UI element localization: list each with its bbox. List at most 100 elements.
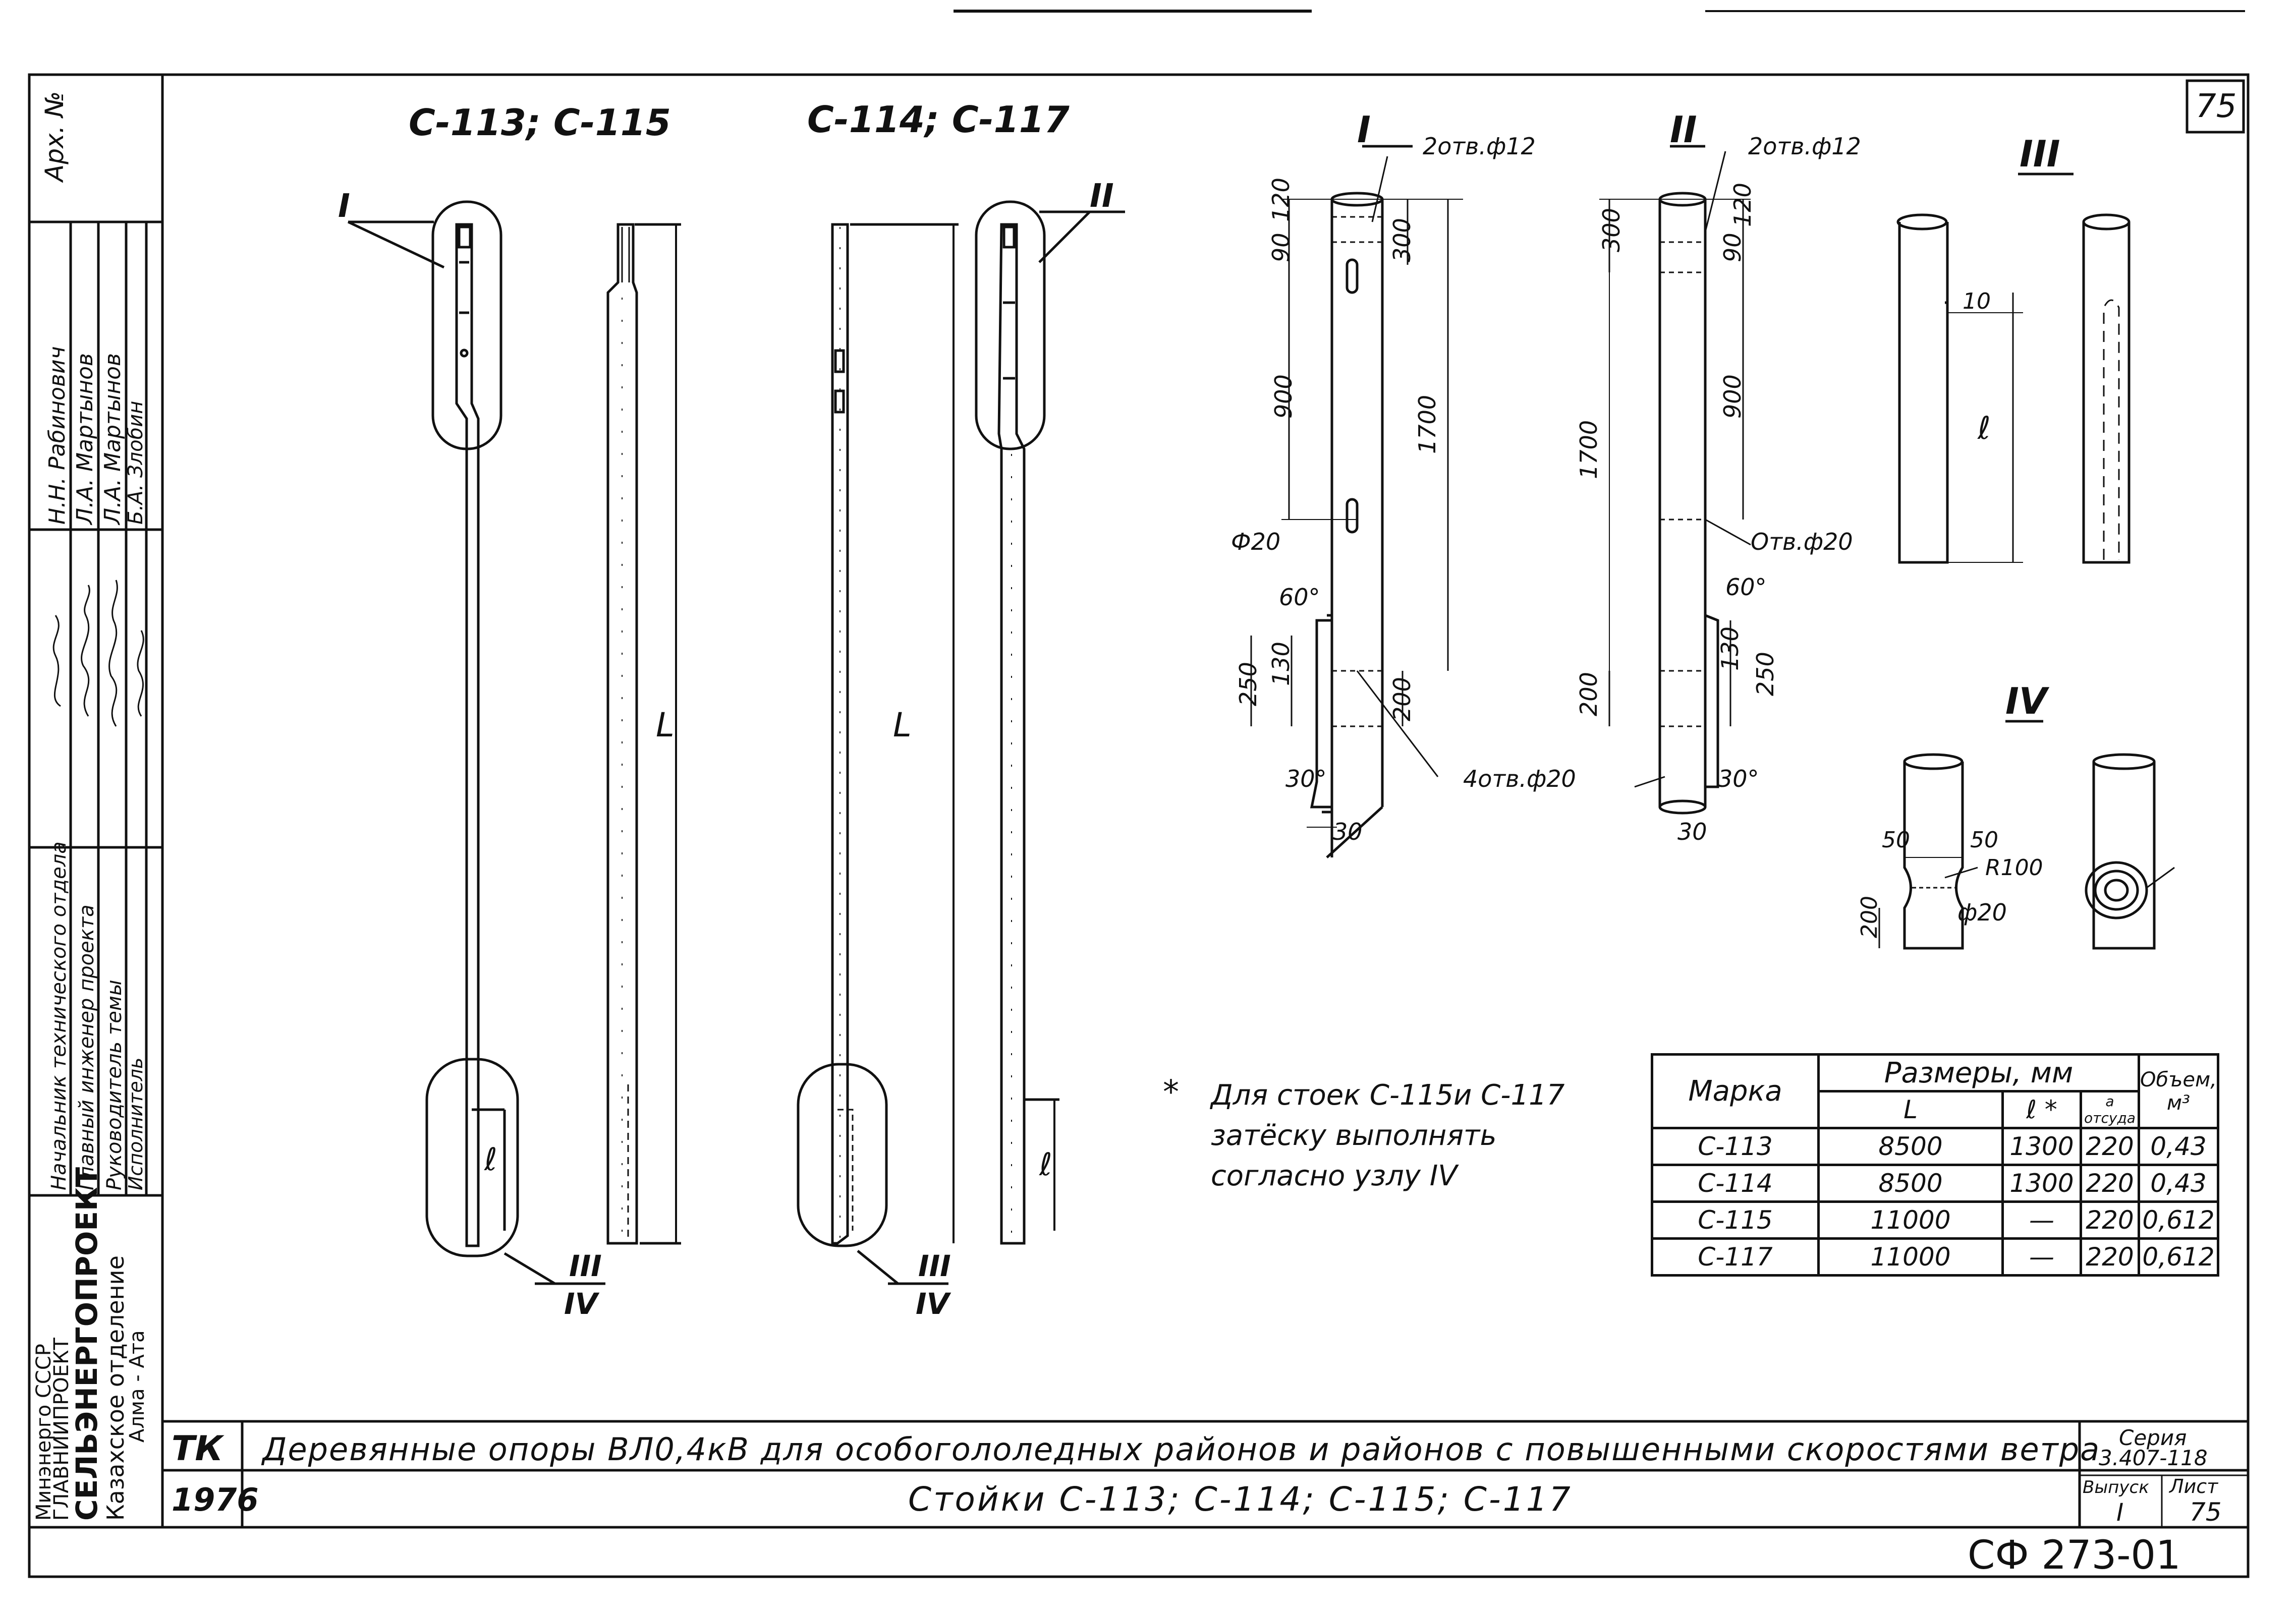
- cell-l: 1300: [2001, 1164, 2082, 1203]
- cell-a: 220: [2080, 1127, 2140, 1166]
- stamp-title-sub: Стойки С-113; С-114; С-115; С-117: [908, 1480, 1573, 1519]
- svg-text:250: 250: [1752, 652, 1779, 696]
- detail-IV-dim50b: 50: [1970, 827, 1998, 853]
- stamp-tk: ТК: [172, 1429, 225, 1469]
- left-stamp-text: Арх. № Н.Н. Рабинович Л.А. Мартынов Л.А.…: [32, 91, 149, 1521]
- svg-text:200: 200: [1575, 672, 1602, 716]
- cell-v: 0,43: [2138, 1127, 2219, 1166]
- note-line-3: согласно узлу IV: [1211, 1160, 1458, 1192]
- group-label-left: С-113; С-115: [409, 101, 671, 144]
- cell-v: 0,612: [2138, 1200, 2219, 1240]
- svg-text:900: 900: [1270, 374, 1297, 419]
- table-row: С-117 11000 — 220 0,612: [1651, 1237, 2219, 1277]
- cell-l: —: [2001, 1237, 2082, 1277]
- svg-text:II: II: [1670, 108, 1697, 151]
- svg-text:Л.А. Мартынов: Л.А. Мартынов: [100, 353, 126, 526]
- cell-l: 1300: [2001, 1127, 2082, 1166]
- node-label-IV-2: IV: [916, 1287, 951, 1321]
- cell-a: 220: [2080, 1164, 2140, 1203]
- node-label-II-right: II: [1090, 178, 1114, 215]
- page-number: 75: [2196, 88, 2236, 125]
- pole-c113-side: [606, 223, 681, 1245]
- svg-text:30: 30: [1677, 818, 1707, 845]
- detail-IV-r100: R100: [1985, 855, 2043, 881]
- detail-III-title: III: [2020, 133, 2060, 175]
- svg-text:Минэнерго СССР: Минэнерго СССР: [32, 1344, 55, 1521]
- table-row: С-114 8500 1300 220 0,43: [1651, 1164, 2219, 1203]
- spec-table: Марка Размеры, мм Объем, м³ L ℓ * а отсу…: [1651, 1053, 2219, 1277]
- svg-text:2отв.ф12: 2отв.ф12: [1423, 133, 1536, 160]
- cell-v: 0,612: [2138, 1237, 2219, 1277]
- svg-text:Начальник технического отдела: Начальник технического отдела: [47, 841, 71, 1190]
- svg-text:130: 130: [1716, 626, 1744, 671]
- cell-L: 11000: [1817, 1200, 2004, 1240]
- stamp-sheet-label: Лист: [2168, 1475, 2219, 1498]
- table-row: С-113 8500 1300 220 0,43: [1651, 1127, 2219, 1166]
- note-line-2: затёску выполнять: [1211, 1119, 1497, 1152]
- svg-text:Казахское отделение: Казахское отделение: [102, 1255, 129, 1521]
- length-label-l-2: ℓ: [1039, 1146, 1052, 1183]
- svg-text:200: 200: [1388, 677, 1416, 721]
- table-header-l: ℓ *: [2001, 1090, 2082, 1129]
- stamp-title-main: Деревянные опоры ВЛ0,4кВ для особогололе…: [261, 1431, 2100, 1468]
- length-label-l-1: ℓ: [484, 1141, 497, 1178]
- pole-c114-front: [797, 223, 959, 1285]
- cell-mark: С-113: [1651, 1127, 1820, 1166]
- svg-text:Алма - Ата: Алма - Ата: [126, 1330, 149, 1443]
- cell-L: 8500: [1817, 1164, 2004, 1203]
- detail-IV: [1878, 720, 2175, 950]
- detail-III-dim10: 10: [1963, 289, 1991, 314]
- svg-text:Главный инженер проекта: Главный инженер проекта: [75, 904, 98, 1190]
- cell-mark: С-114: [1651, 1164, 1820, 1203]
- signatures: [52, 580, 144, 727]
- svg-text:120: 120: [1729, 183, 1756, 227]
- table-header-L: L: [1817, 1090, 2004, 1129]
- stamp-series-value: 3.407-118: [2099, 1446, 2208, 1470]
- note-star: *: [1163, 1074, 1179, 1111]
- svg-text:1700: 1700: [1575, 420, 1602, 479]
- svg-text:60°: 60°: [1725, 573, 1767, 601]
- length-label-L-2: L: [893, 706, 912, 744]
- detail-I-labels: I 2отв.ф12 120 90 300 900 1700 Ф20 60° 1…: [1231, 108, 1536, 845]
- note-line-1: Для стоек С-115и С-117: [1211, 1079, 1565, 1112]
- svg-text:Ф20: Ф20: [1231, 528, 1280, 555]
- table-header-a: а отсуда: [2080, 1090, 2140, 1129]
- svg-text:Н.Н. Рабинович: Н.Н. Рабинович: [44, 346, 70, 525]
- cell-l: —: [2001, 1200, 2082, 1240]
- svg-text:Л.А. Мартынов: Л.А. Мартынов: [72, 353, 98, 526]
- svg-text:120: 120: [1267, 178, 1295, 222]
- pole-c113-front: [347, 200, 605, 1285]
- table-header-mark: Марка: [1651, 1053, 1820, 1129]
- pole-c114-side: [975, 200, 1125, 1245]
- cell-a: 220: [2080, 1237, 2140, 1277]
- svg-text:30°: 30°: [1718, 765, 1759, 792]
- svg-text:Руководитель темы: Руководитель темы: [103, 980, 126, 1190]
- stamp-year: 1976: [172, 1481, 259, 1518]
- cell-mark: С-117: [1651, 1237, 1820, 1277]
- svg-text:Отв.ф20: Отв.ф20: [1751, 528, 1853, 555]
- detail-II-labels: II 2отв.ф12 300 90 120 900 1700 Отв.ф20 …: [1575, 108, 1861, 845]
- table-header-volume: Объем, м³: [2138, 1053, 2219, 1129]
- svg-text:30°: 30°: [1285, 765, 1327, 792]
- svg-text:I: I: [1357, 108, 1371, 151]
- svg-text:СЕЛЬЭНЕРГОПРОЕКТ: СЕЛЬЭНЕРГОПРОЕКТ: [70, 1167, 104, 1521]
- svg-text:ГЛАВНИИПРОЕКТ: ГЛАВНИИПРОЕКТ: [50, 1337, 73, 1521]
- detail-IV-dim200: 200: [1857, 896, 1882, 938]
- cell-mark: С-115: [1651, 1200, 1820, 1240]
- detail-I: [1250, 145, 1463, 858]
- cell-L: 8500: [1817, 1127, 2004, 1166]
- sheet-frame: [28, 10, 2250, 1578]
- svg-text:30: 30: [1333, 818, 1363, 845]
- stamp-issue-label: Выпуск: [2083, 1477, 2149, 1498]
- svg-text:130: 130: [1267, 642, 1295, 686]
- detail-IV-dim50a: 50: [1882, 827, 1910, 853]
- archive-code: СФ 273-01: [1968, 1533, 2181, 1578]
- cell-a: 220: [2080, 1200, 2140, 1240]
- svg-text:1700: 1700: [1414, 395, 1441, 454]
- cell-v: 0,43: [2138, 1164, 2219, 1203]
- svg-text:Арх. №: Арх. №: [40, 91, 69, 183]
- detail-II: [1599, 145, 1751, 815]
- node-label-III-1: III: [569, 1249, 602, 1283]
- stamp-issue-value: I: [2116, 1499, 2123, 1527]
